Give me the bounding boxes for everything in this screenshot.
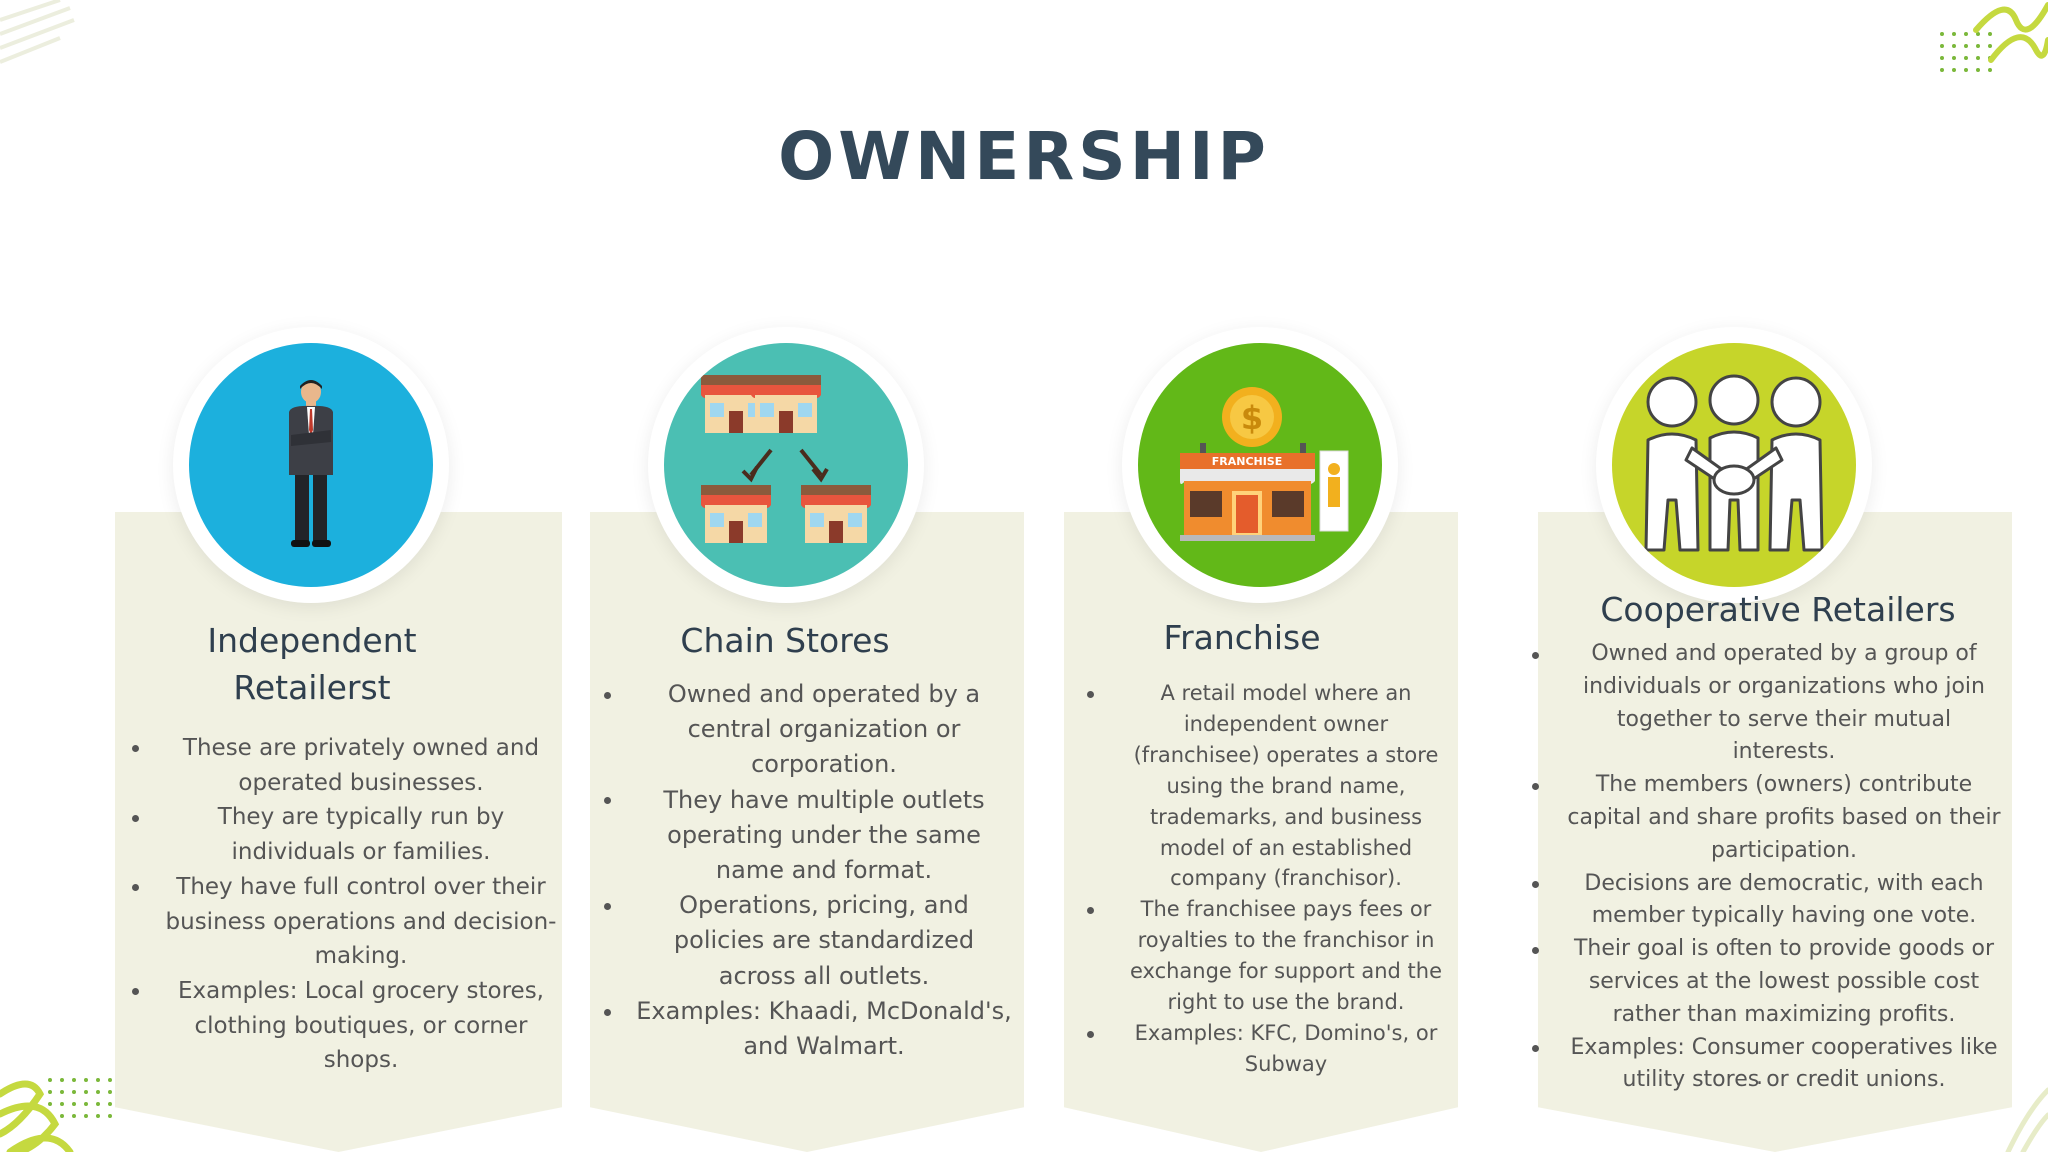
businessman-icon xyxy=(289,380,333,547)
list-item: Owned and operated by a group of individ… xyxy=(1528,638,2004,769)
franchise-sign-text: FRANCHISE xyxy=(1212,455,1283,468)
list-item: Owned and operated by a central organiza… xyxy=(600,677,1012,783)
card-title-franchise: Franchise xyxy=(1163,618,1321,657)
corner-scribble-bottom-right xyxy=(2005,1087,2048,1152)
list-item: The franchisee pays fees or royalties to… xyxy=(1083,894,1453,1018)
corner-scribble-top-right xyxy=(1940,2,2048,72)
card-chain-panel xyxy=(590,512,1024,1152)
chain-stores-icon xyxy=(701,375,871,543)
list-item: The members (owners) contribute capital … xyxy=(1528,769,2004,867)
bullet-list-cooperative: Owned and operated by a group of individ… xyxy=(1528,638,2004,1097)
corner-scribble-top-left xyxy=(0,0,75,64)
bullet-list-franchise: A retail model where an independent owne… xyxy=(1083,678,1453,1080)
list-item: Examples: KFC, Domino's, or Subway xyxy=(1083,1018,1453,1080)
page-title: OWNERSHIP xyxy=(778,118,1270,195)
card-franchise-panel xyxy=(1064,512,1458,1152)
card-cooperative-icon-frame xyxy=(1596,327,1872,603)
card-chain-icon-frame xyxy=(648,327,924,603)
list-item: Decisions are democratic, with each memb… xyxy=(1528,868,2004,934)
list-item: Their goal is often to provide goods or … xyxy=(1528,933,2004,1031)
bullet-list-independent: These are privately owned and operated b… xyxy=(128,731,558,1078)
list-item: They have multiple outlets operating und… xyxy=(600,783,1012,889)
card-franchise-icon-frame: $ FRANCHISE xyxy=(1122,327,1398,603)
list-item: Examples: Consumer cooperatives like uti… xyxy=(1528,1032,2004,1098)
card-cooperative-panel xyxy=(1538,512,2012,1152)
list-item: Operations, pricing, and policies are st… xyxy=(600,888,1012,994)
bullet-list-chain: Owned and operated by a central organiza… xyxy=(600,677,1012,1064)
card-title-independent: Independent Retailerst xyxy=(162,617,462,711)
card-title-chain: Chain Stores xyxy=(680,621,890,660)
list-item: They have full control over their busine… xyxy=(128,870,558,974)
card-title-independent-line1: Independent xyxy=(207,621,417,660)
corner-scribble-bottom-left xyxy=(0,1078,112,1152)
list-item: They are typically run by individuals or… xyxy=(128,800,558,869)
cooperative-people-icon xyxy=(1644,374,1824,552)
franchise-store-icon: $ FRANCHISE xyxy=(1180,387,1349,541)
trailing-dot: . xyxy=(1756,1065,1763,1090)
card-independent-panel xyxy=(115,512,562,1152)
card-title-cooperative: Cooperative Retailers xyxy=(1600,590,1956,629)
list-item: Examples: Khaadi, McDonald's, and Walmar… xyxy=(600,994,1012,1064)
card-independent-icon-frame xyxy=(173,327,449,603)
card-title-independent-line2: Retailerst xyxy=(233,668,391,707)
list-item: A retail model where an independent owne… xyxy=(1083,678,1453,894)
svg-text:$: $ xyxy=(1241,399,1263,437)
list-item: Examples: Local grocery stores, clothing… xyxy=(128,974,558,1078)
list-item: These are privately owned and operated b… xyxy=(128,731,558,800)
